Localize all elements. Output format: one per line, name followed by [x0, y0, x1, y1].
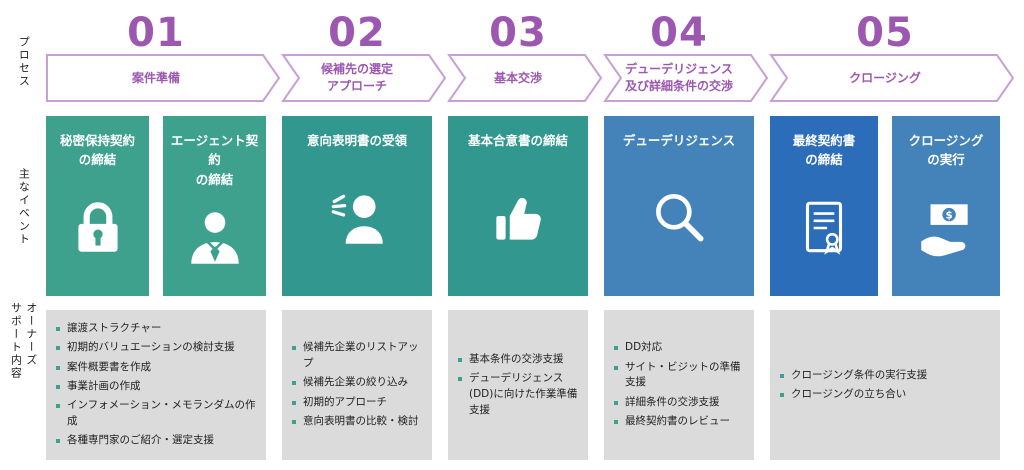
chevron-arrow-shape	[447, 54, 603, 102]
support-item: デューデリジェンス(DD)に向けた作業準備支援	[458, 371, 578, 418]
step-label: クロージング	[849, 70, 921, 85]
support-item: 最終契約書のレビュー	[614, 414, 744, 430]
step-label: 案件準備	[131, 70, 180, 85]
support-item: クロージングの立ち合い	[780, 387, 990, 403]
event-card-nda: 秘密保持契約 の締結	[46, 116, 149, 296]
chevron-arrow-shape	[769, 54, 1015, 102]
process-arrow: 基本交渉	[447, 54, 603, 102]
events-row: 秘密保持契約 の締結 エージェント契約 の締結	[46, 116, 1000, 296]
event-card-agent: エージェント契約 の締結	[163, 116, 266, 296]
support-item: 事業計画の作成	[56, 379, 256, 395]
support-item: インフォメーション・メモランダムの作成	[56, 398, 256, 430]
support-box-4: DD対応 サイト・ビジットの準備支援 詳細条件の交渉支援 最終契約書のレビュー	[604, 310, 754, 460]
process-row: 01 案件準備 02 候補先の選定 アプローチ 03	[46, 10, 1015, 102]
event-card-basic-agreement: 基本合意書の締結	[448, 116, 588, 296]
support-list: 譲渡ストラクチャー 初期的バリュエーションの検討支援 案件概要書を作成 事業計画…	[56, 318, 256, 453]
step-number: 02	[328, 10, 386, 56]
main-area: 01 案件準備 02 候補先の選定 アプローチ 03	[46, 10, 1015, 460]
support-box-2: 候補先企業のリストアップ 候補先企業の絞り込み 初期的アプローチ 意向表明書の比…	[282, 310, 432, 460]
support-item: 各種専門家のご紹介・選定支援	[56, 433, 256, 449]
support-item: 候補先企業のリストアップ	[292, 340, 422, 372]
support-list: クロージング条件の実行支援 クロージングの立ち合い	[780, 364, 990, 406]
support-item: 譲渡ストラクチャー	[56, 321, 256, 337]
support-list: DD対応 サイト・ビジットの準備支援 詳細条件の交渉支援 最終契約書のレビュー	[614, 337, 744, 433]
event-card-title: 意向表明書の受領	[306, 133, 407, 148]
process-step-4: 04 デューデリジェンス 及び詳細条件の交渉	[603, 10, 769, 102]
chevron-arrow-shape	[46, 54, 281, 102]
event-card-final-contract: 最終契約書 の締結	[770, 116, 878, 296]
event-card-title: 基本合意書の締結	[467, 133, 568, 148]
support-row: 譲渡ストラクチャー 初期的バリュエーションの検討支援 案件概要書を作成 事業計画…	[46, 310, 1000, 460]
announcement-icon	[282, 150, 432, 296]
event-card-title: クロージング の実行	[908, 133, 984, 168]
support-item: 基本条件の交渉支援	[458, 352, 578, 368]
support-box-5: クロージング条件の実行支援 クロージングの立ち合い	[770, 310, 1000, 460]
process-step-3: 03 基本交渉	[447, 10, 603, 102]
process-step-2: 02 候補先の選定 アプローチ	[281, 10, 447, 102]
process-step-5: 05 クロージング	[769, 10, 1015, 102]
step-label: 候補先の選定 アプローチ	[320, 62, 393, 93]
magnifier-icon	[604, 150, 754, 296]
money-hand-icon: $	[892, 170, 1000, 296]
svg-text:$: $	[946, 210, 953, 222]
support-item: クロージング条件の実行支援	[780, 368, 990, 384]
step-number: 03	[489, 10, 547, 56]
lock-icon	[46, 170, 149, 296]
support-box-3: 基本条件の交渉支援 デューデリジェンス(DD)に向けた作業準備支援	[448, 310, 588, 460]
step-label: デューデリジェンス 及び詳細条件の交渉	[624, 62, 733, 93]
support-box-1: 譲渡ストラクチャー 初期的バリュエーションの検討支援 案件概要書を作成 事業計画…	[46, 310, 266, 460]
businessperson-icon	[163, 189, 266, 296]
support-list: 候補先企業のリストアップ 候補先企業の絞り込み 初期的アプローチ 意向表明書の比…	[292, 337, 422, 433]
step-number: 01	[127, 10, 185, 56]
side-label-process: プロセス	[17, 36, 31, 88]
support-item: 候補先企業の絞り込み	[292, 375, 422, 391]
step-label: 基本交渉	[493, 70, 542, 85]
events-cell-1: 秘密保持契約 の締結 エージェント契約 の締結	[46, 116, 266, 296]
support-item: 詳細条件の交渉支援	[614, 395, 744, 411]
process-arrow: クロージング	[769, 54, 1015, 102]
process-step-1: 01 案件準備	[46, 10, 281, 102]
chevron-arrow-shape	[603, 54, 769, 102]
step-number: 05	[856, 10, 914, 56]
events-cell-5: 最終契約書 の締結 クロージング の実行	[770, 116, 1000, 296]
support-list: 基本条件の交渉支援 デューデリジェンス(DD)に向けた作業準備支援	[458, 348, 578, 422]
step-number: 04	[650, 10, 708, 56]
support-item: DD対応	[614, 340, 744, 356]
contract-icon	[770, 170, 878, 296]
event-card-loi: 意向表明書の受領	[282, 116, 432, 296]
event-card-title: 秘密保持契約 の締結	[59, 133, 135, 168]
support-item: サイト・ビジットの準備支援	[614, 360, 744, 392]
process-arrow: 案件準備	[46, 54, 281, 102]
support-item: 初期的アプローチ	[292, 395, 422, 411]
event-card-title: エージェント契約 の締結	[170, 133, 259, 187]
side-label-events: 主なイベント	[17, 168, 31, 246]
process-arrow: 候補先の選定 アプローチ	[281, 54, 447, 102]
support-item: 案件概要書を作成	[56, 360, 256, 376]
event-card-due-diligence: デューデリジェンス	[604, 116, 754, 296]
event-card-title: 最終契約書 の締結	[792, 133, 856, 168]
chevron-arrow-shape	[281, 54, 447, 102]
event-card-closing: クロージング の実行 $	[892, 116, 1000, 296]
thumbs-up-icon	[448, 150, 588, 296]
support-item: 意向表明書の比較・検討	[292, 414, 422, 430]
support-item: 初期的バリュエーションの検討支援	[56, 340, 256, 356]
side-label-support: オーナーズ サポート内容	[9, 302, 38, 380]
process-arrow: デューデリジェンス 及び詳細条件の交渉	[603, 54, 769, 102]
event-card-title: デューデリジェンス	[622, 133, 736, 148]
